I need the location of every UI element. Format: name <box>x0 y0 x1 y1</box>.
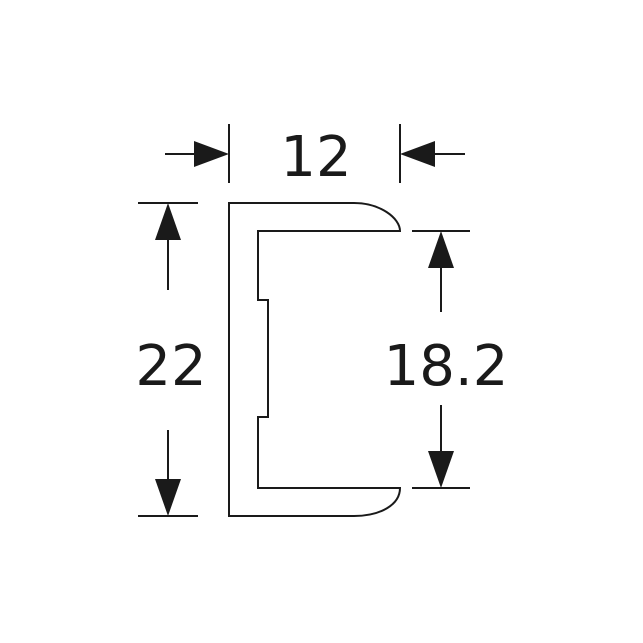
inner-height-dimension: 18.2 <box>384 230 509 489</box>
outer-height-dimension: 22 <box>135 202 207 517</box>
width-label: 12 <box>280 125 351 190</box>
width-arrow-right-head <box>400 141 435 167</box>
width-arrow-left-head <box>194 141 229 167</box>
profile-outline <box>228 202 402 517</box>
outer-height-label: 22 <box>135 334 206 399</box>
inner-height-arrow-bottom-head <box>428 451 454 488</box>
outer-height-arrow-top-head <box>155 203 181 240</box>
inner-height-label: 18.2 <box>384 334 509 399</box>
inner-height-arrow-top-head <box>428 231 454 268</box>
outer-height-arrow-bottom-head <box>155 479 181 516</box>
width-dimension: 12 <box>165 124 465 190</box>
